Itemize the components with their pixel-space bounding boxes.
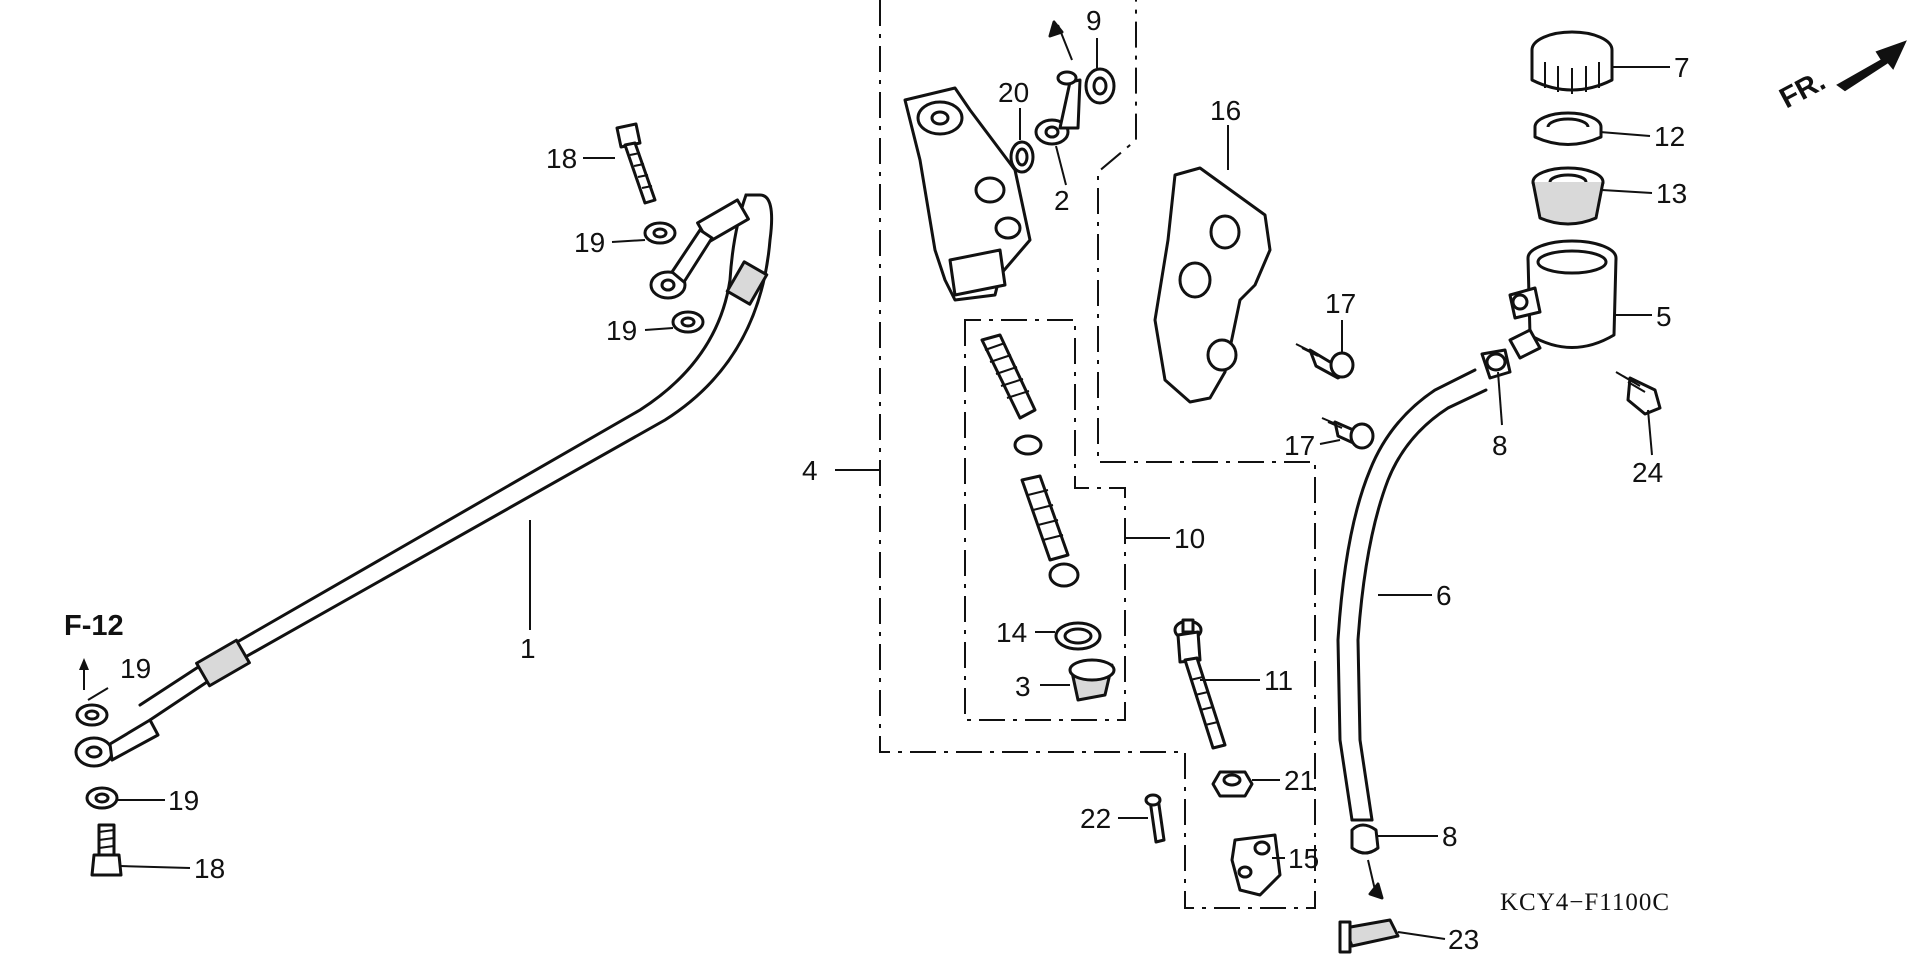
callout-23: 23 xyxy=(1448,924,1479,955)
callout-8-upper: 8 xyxy=(1492,430,1508,461)
callout-2: 2 xyxy=(1054,185,1070,216)
hose-clip-lower xyxy=(1350,823,1380,855)
circlip-part xyxy=(1054,621,1102,651)
callout-20: 20 xyxy=(998,77,1029,108)
callout-15: 15 xyxy=(1288,843,1319,874)
front-marker: FR. xyxy=(1774,65,1830,115)
callout-13: 13 xyxy=(1656,178,1687,209)
boot-part xyxy=(1068,658,1116,702)
callout-1: 1 xyxy=(520,633,536,664)
callout-5: 5 xyxy=(1656,301,1672,332)
figure-reference: F-12 xyxy=(64,610,124,642)
master-cylinder-body xyxy=(903,86,1032,302)
callout-18-upper: 18 xyxy=(546,143,577,174)
assembly-boundary-4 xyxy=(879,0,1316,909)
reservoir-cap-part xyxy=(1530,30,1614,94)
callout-22: 22 xyxy=(1080,803,1111,834)
piston-set-internals xyxy=(980,333,1080,588)
assembly-boundary-10 xyxy=(964,319,1126,721)
oil-bolt-upper xyxy=(615,122,657,205)
sealing-washers xyxy=(75,221,705,810)
bolt-24-part xyxy=(1615,371,1662,416)
callout-10: 10 xyxy=(1174,523,1205,554)
reservoir-tank-part xyxy=(1508,239,1618,360)
stay-plate-part xyxy=(1153,166,1272,404)
diaphragm-part xyxy=(1531,166,1605,226)
callout-19-b: 19 xyxy=(606,315,637,346)
callout-16: 16 xyxy=(1210,95,1241,126)
callout-6: 6 xyxy=(1436,580,1452,611)
callout-17-lower: 17 xyxy=(1284,430,1315,461)
callout-3: 3 xyxy=(1015,671,1031,702)
callout-24: 24 xyxy=(1632,457,1663,488)
callout-19-d: 19 xyxy=(168,785,199,816)
callout-21: 21 xyxy=(1284,765,1315,796)
callout-8-lower: 8 xyxy=(1442,821,1458,852)
callout-9: 9 xyxy=(1086,5,1102,36)
callout-7: 7 xyxy=(1674,52,1690,83)
joint-part xyxy=(1230,833,1282,897)
callout-17-upper: 17 xyxy=(1325,288,1356,319)
brake-hose-part xyxy=(74,193,774,768)
diagram-code: KCY4−F1100C xyxy=(1500,889,1670,916)
o-ring-20 xyxy=(1009,140,1035,174)
callout-19-a: 19 xyxy=(574,227,605,258)
callout-19-c: 19 xyxy=(120,653,151,684)
push-rod-part xyxy=(1173,618,1227,750)
leader-lines xyxy=(87,38,1670,940)
nut-part xyxy=(1211,770,1254,798)
callout-12: 12 xyxy=(1654,121,1685,152)
callout-18-lower: 18 xyxy=(194,853,225,884)
joint-pin-part xyxy=(1338,859,1400,954)
front-direction-arrow xyxy=(1836,40,1907,92)
bolt-17-lower xyxy=(1321,417,1375,450)
callout-11: 11 xyxy=(1264,665,1293,696)
oil-bolt-lower xyxy=(90,823,123,877)
reservoir-hose-part xyxy=(1336,368,1488,822)
hose-clip-upper xyxy=(1480,348,1512,380)
hose-joint-part xyxy=(1034,20,1082,146)
callout-4: 4 xyxy=(802,455,818,486)
callout-14: 14 xyxy=(996,617,1027,648)
set-plate-part xyxy=(1533,111,1603,146)
o-ring-9 xyxy=(1084,67,1116,105)
cotter-pin-part xyxy=(1144,793,1166,844)
figure-reference-arrowhead xyxy=(79,658,89,670)
bolt-17-upper xyxy=(1295,343,1355,380)
callout-labels: 1 2 3 4 5 6 7 8 8 9 10 11 12 13 14 15 16… xyxy=(120,5,1690,955)
